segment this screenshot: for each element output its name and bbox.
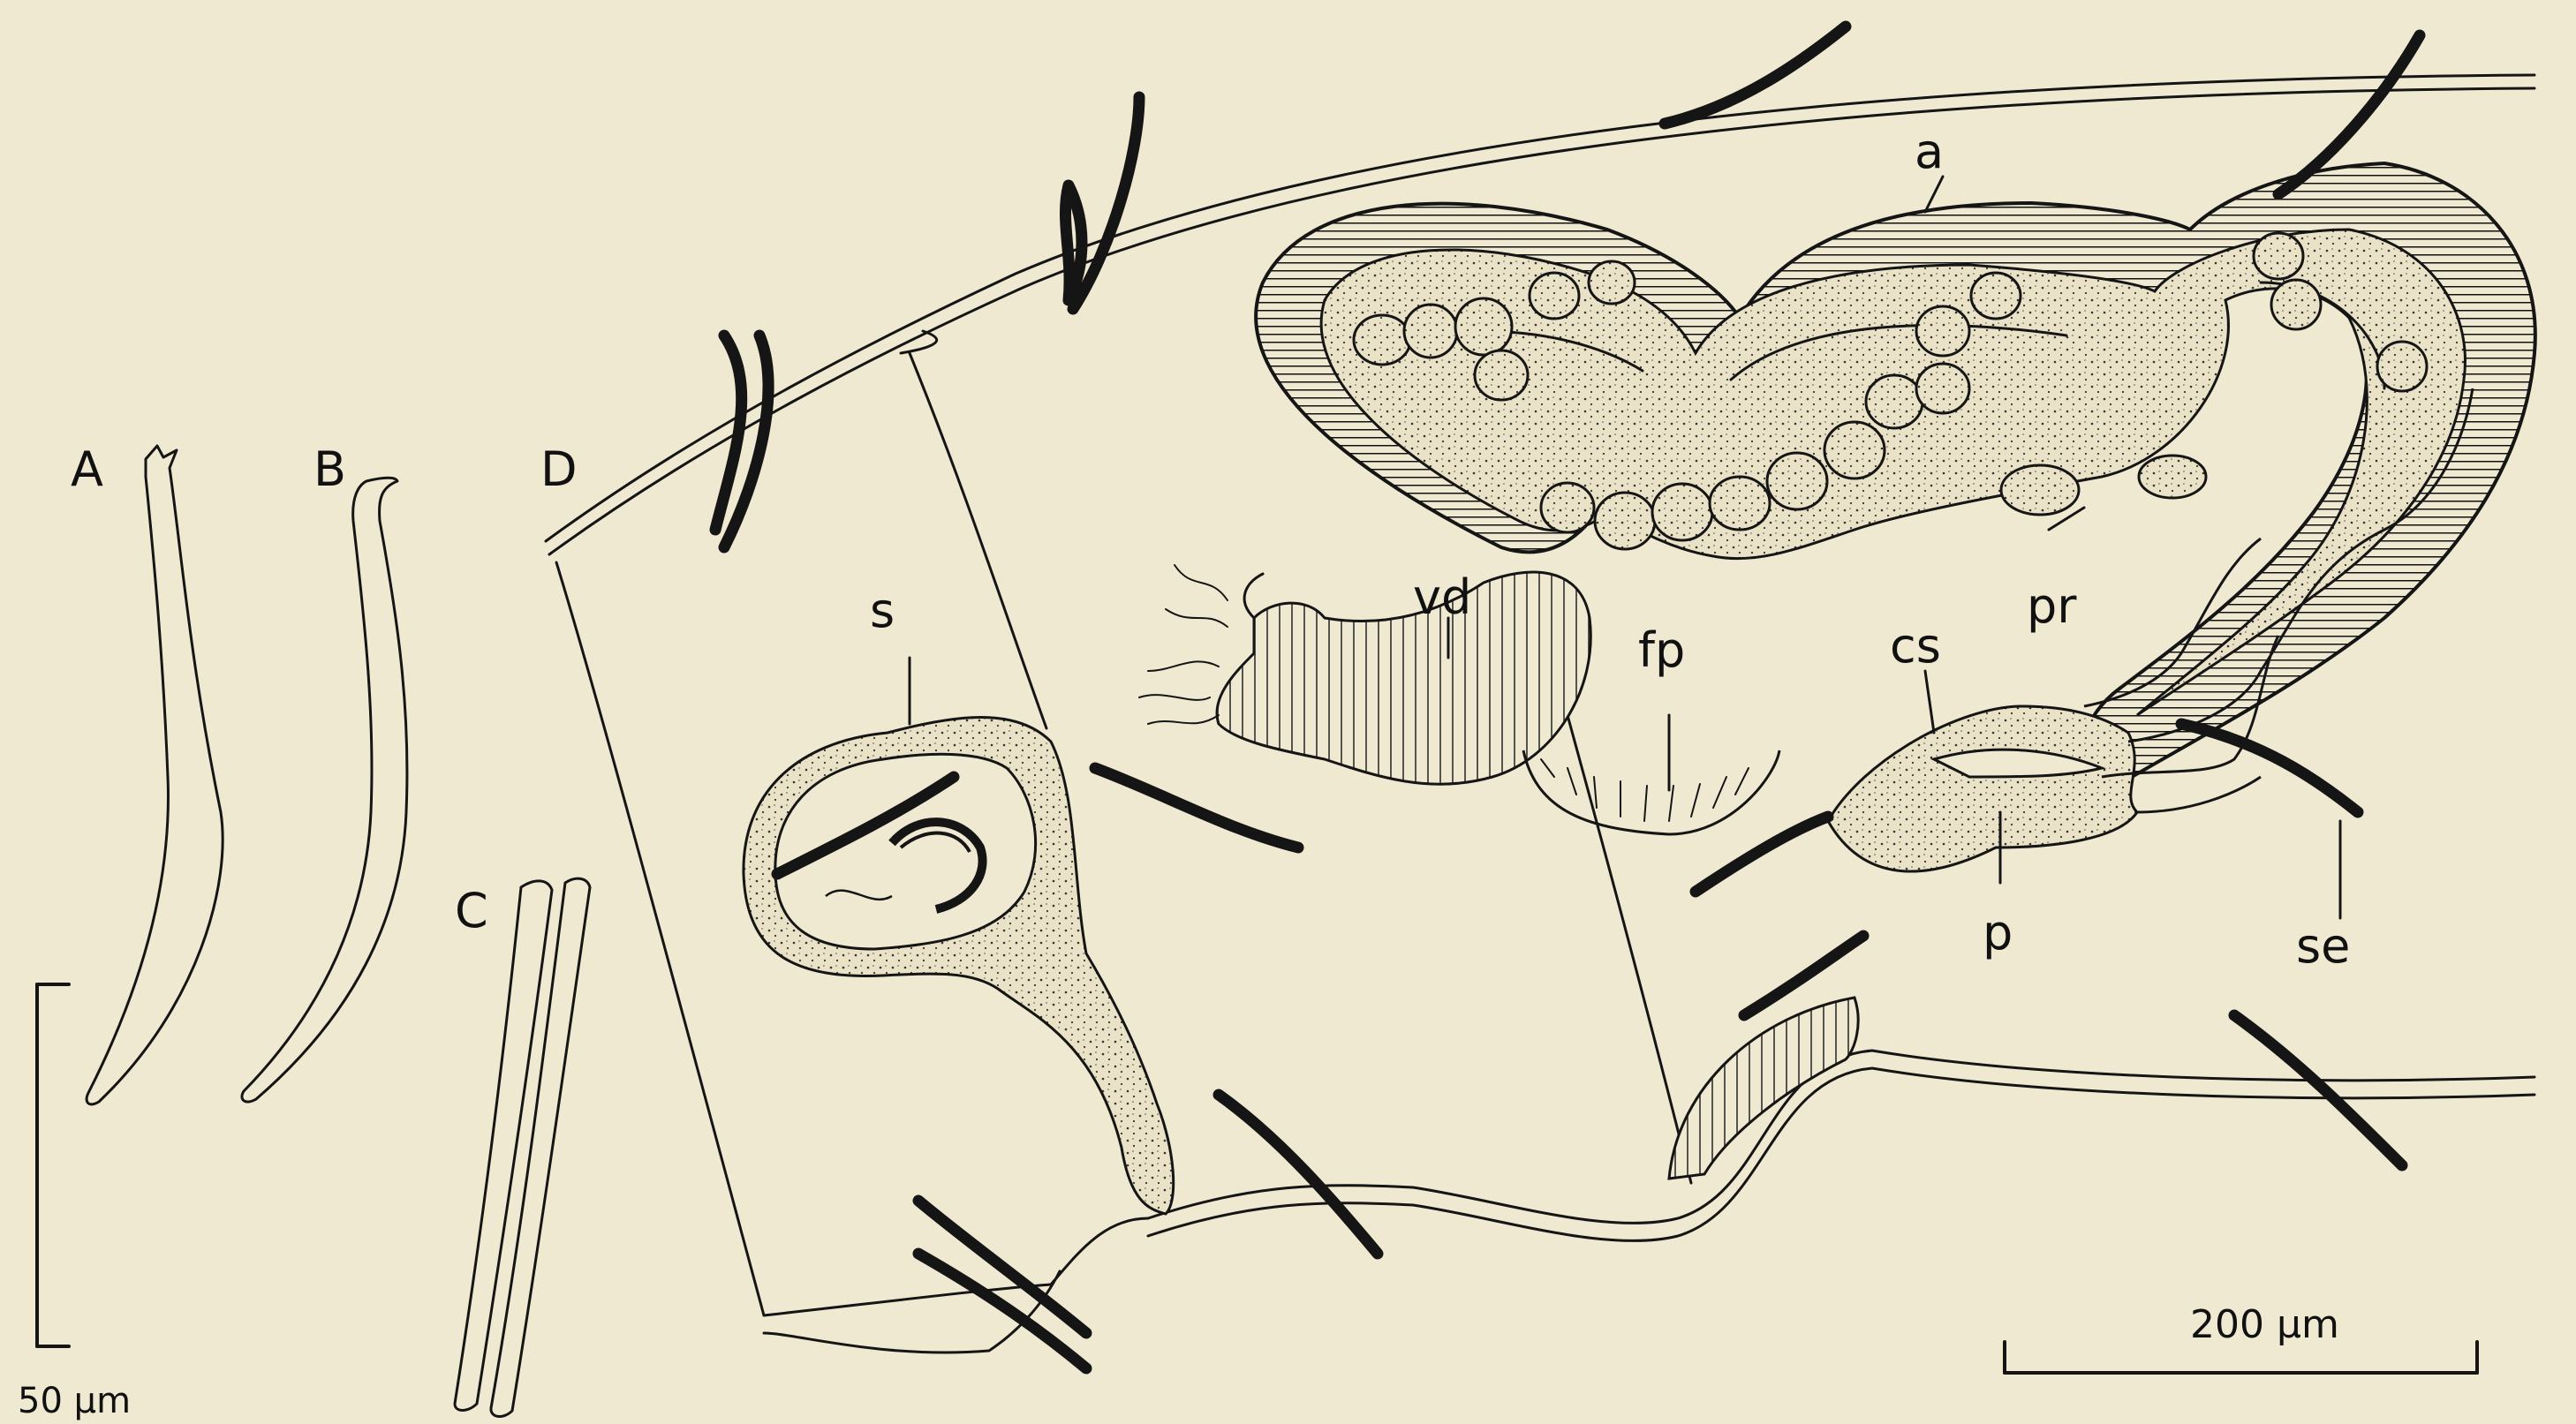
- label-penis: p: [1983, 905, 2013, 961]
- scale-bar-50um: [37, 984, 69, 1346]
- seta-c-drawing: [455, 878, 590, 1416]
- label-atrium: a: [1915, 124, 1944, 179]
- scale-label-50um: 50 µm: [18, 1381, 131, 1421]
- panel-label-a: A: [71, 441, 103, 497]
- label-prostate: pr: [2027, 578, 2077, 634]
- label-setae: se: [2296, 918, 2350, 974]
- label-spermatheca: s: [870, 583, 895, 638]
- panel-label-c: C: [455, 883, 488, 938]
- seta-b-drawing: [242, 478, 407, 1102]
- label-vas-deferens: vd: [1413, 569, 1471, 625]
- spermatheca-drawing: [744, 718, 1174, 1215]
- panel-label-d: D: [540, 441, 578, 497]
- label-flagellar-pouch: fp: [1638, 622, 1685, 678]
- scale-label-200um: 200 µm: [2190, 1302, 2339, 1347]
- panel-label-b: B: [314, 441, 346, 497]
- flagellar-pouch-drawing: [1523, 750, 1858, 1179]
- label-copulatory-sac: cs: [1890, 618, 1941, 674]
- seta-a-drawing: [87, 446, 223, 1104]
